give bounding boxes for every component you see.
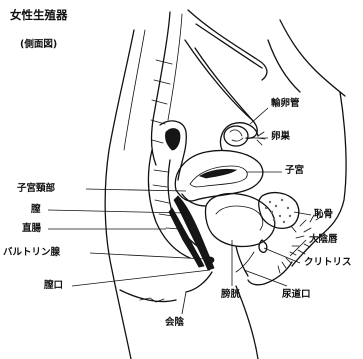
label-uterus: 子宮 xyxy=(285,165,304,176)
urethra xyxy=(236,246,248,276)
label-pubic-bone: 恥骨 xyxy=(314,209,333,220)
sacrum-inner xyxy=(168,14,182,120)
abdomen-line-1 xyxy=(280,20,345,96)
label-clitoris: クリトリス xyxy=(304,257,352,268)
oviduct-fimbria xyxy=(257,132,265,145)
leader-perineum xyxy=(182,292,186,314)
label-labia-majora: 大陰唇 xyxy=(309,234,338,245)
label-oviduct: 輸卵管 xyxy=(271,98,300,109)
ovary-detail xyxy=(230,130,243,141)
label-bartholin-gland: バルトリン腺 xyxy=(3,247,60,258)
buttock-outline xyxy=(120,290,176,302)
bartholin-gland-shape xyxy=(206,257,214,263)
leader-vagina xyxy=(48,210,186,213)
colon-contents xyxy=(165,129,180,150)
abdomen-line-2 xyxy=(268,40,300,92)
label-perineum: 会陰 xyxy=(165,317,184,328)
leader-pubic-bone xyxy=(294,212,311,215)
leader-bartholin xyxy=(90,253,206,259)
uterus-cavity-dark xyxy=(200,169,236,178)
ovary-shape xyxy=(224,126,248,146)
label-vagina: 膣 xyxy=(31,204,41,215)
label-vaginal-opening: 膣口 xyxy=(44,280,63,291)
label-bladder: 膀胱 xyxy=(221,289,240,300)
bladder-inner xyxy=(216,206,263,230)
page-title: 女性生殖器 xyxy=(10,7,68,23)
intestine-loop-4 xyxy=(195,48,254,122)
back-outline xyxy=(105,30,134,359)
uterus-inner xyxy=(190,166,247,187)
leader-vaginal-opening xyxy=(72,270,210,286)
page-subtitle: (側面図) xyxy=(20,36,57,50)
leader-oviduct xyxy=(250,108,268,124)
pubic-bone-stipple xyxy=(265,199,291,223)
label-ovary: 卵巣 xyxy=(271,131,290,142)
intestine-loop-2 xyxy=(196,24,262,68)
leader-cervix xyxy=(86,189,186,191)
pubic-bone xyxy=(259,193,299,229)
label-cervix: 子宮頸部 xyxy=(17,183,55,194)
perineum-line xyxy=(186,272,212,292)
back-outline-inner xyxy=(124,30,145,150)
label-urethral-opening: 尿道口 xyxy=(282,289,311,300)
leader-clitoris xyxy=(264,248,300,263)
label-rectum: 直腸 xyxy=(22,223,41,234)
labia-majora xyxy=(248,262,292,285)
